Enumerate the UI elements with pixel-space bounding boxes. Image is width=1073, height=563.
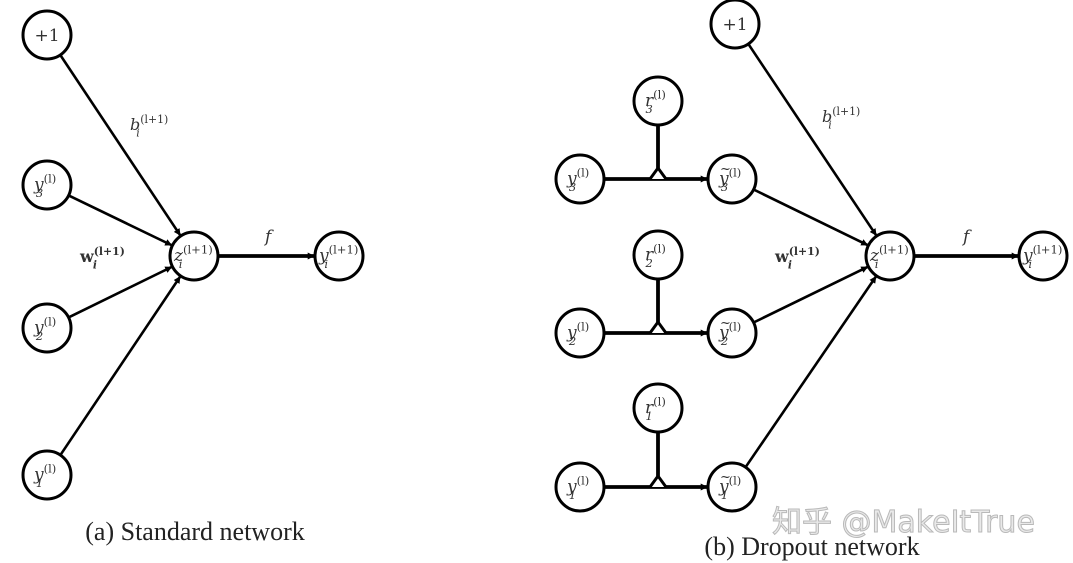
node-label: z(l+1)i — [173, 242, 213, 270]
edge-label-bias-b: b(l+1)i — [822, 105, 860, 132]
node-a-bias: +1 — [21, 9, 73, 61]
edge-label-activation-a: f — [263, 227, 274, 247]
watermark: 知乎 @MakeItTrue — [772, 505, 1035, 540]
node-b-y2: y(l)2 — [554, 307, 606, 359]
node-b-yt2: y(l)2~ — [706, 307, 758, 359]
node-label: +1 — [722, 15, 747, 35]
edge-b-bias-to-z — [747, 43, 878, 236]
node-b-z: z(l+1)i — [864, 230, 916, 282]
dropout-gate-icon — [648, 165, 668, 180]
node-b-r2: r(l)2 — [632, 229, 684, 281]
node-label: r(l)2 — [644, 241, 665, 269]
tilde-mark: ~ — [720, 162, 731, 177]
node-label: y(l)3 — [33, 171, 56, 199]
caption-standard-network: (a) Standard network — [85, 517, 304, 546]
node-b-y1: y(l)1 — [554, 461, 606, 513]
node-label: r(l)3 — [645, 87, 666, 115]
node-b-yt3: y(l)3~ — [706, 153, 758, 205]
node-b-y3: y(l)3 — [554, 153, 606, 205]
node-label: y(l)2 — [566, 319, 589, 347]
edge-a-bias-to-z — [59, 54, 182, 236]
edge-a-y3-to-z — [68, 194, 173, 247]
node-label: y(l)1 — [33, 461, 56, 489]
edge-a-y2-to-z — [67, 265, 173, 319]
node-label: y(l)2 — [718, 319, 741, 347]
edge-label-weights-b: w(l+1)i — [774, 245, 820, 272]
node-b-out: y(l+1)i — [1017, 230, 1069, 282]
node-a-out: y(l+1)i — [313, 230, 365, 282]
node-b-r1: r(l)1 — [632, 382, 684, 434]
node-label: y(l)1 — [566, 473, 589, 501]
node-b-yt1: y(l)1~ — [706, 461, 758, 513]
edge-label-bias-a: b(l+1)i — [130, 113, 168, 140]
node-a-y3: y(l)3 — [21, 159, 73, 211]
dropout-gate-icon — [648, 319, 668, 334]
node-label: y(l+1)i — [318, 242, 358, 270]
node-label: z(l+1)i — [869, 242, 909, 270]
tilde-mark: ~ — [720, 316, 731, 331]
node-label: r(l)1 — [645, 394, 666, 422]
edge-b-yt1-to-z — [744, 275, 877, 468]
node-a-y2: y(l)2 — [21, 302, 73, 354]
node-b-bias: +1 — [709, 0, 761, 50]
edge-label-activation-b: f — [961, 227, 972, 247]
node-label: y(l)2 — [33, 314, 56, 342]
edge-b-yt2-to-z — [753, 265, 869, 324]
node-b-r3: r(l)3 — [632, 75, 684, 127]
node-label: y(l)3 — [566, 165, 589, 193]
node-label: y(l)3 — [718, 165, 741, 193]
node-a-y1: y(l)1 — [21, 449, 73, 501]
node-a-z: z(l+1)i — [168, 230, 220, 282]
node-label: +1 — [34, 26, 59, 46]
edge-a-y1-to-z — [59, 276, 182, 456]
dropout-gate-icon — [648, 473, 668, 488]
node-label: y(l)1 — [718, 473, 741, 501]
caption-dropout-network: (b) Dropout network — [704, 532, 919, 561]
tilde-mark: ~ — [720, 470, 731, 485]
edge-label-weights-a: w(l+1)i — [79, 245, 125, 272]
edge-b-yt3-to-z — [753, 188, 869, 247]
node-label: y(l+1)i — [1022, 242, 1062, 270]
